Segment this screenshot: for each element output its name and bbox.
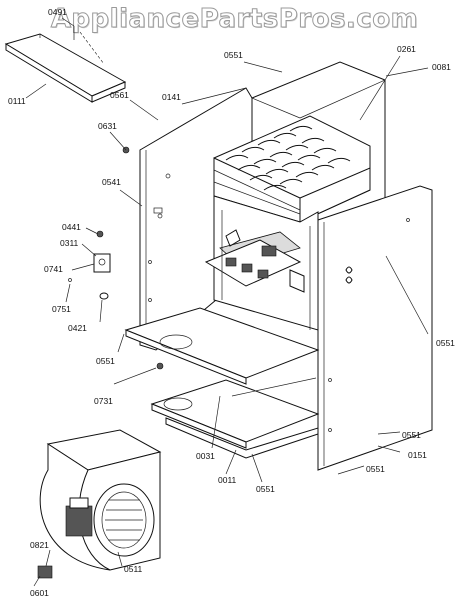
label-0031: 0031: [196, 451, 215, 461]
label-0751: 0751: [52, 304, 71, 314]
label-0741: 0741: [44, 264, 63, 274]
label-0111: 0111: [8, 96, 26, 106]
label-0441: 0441: [62, 222, 81, 232]
label-0511: 0511: [124, 564, 143, 574]
label-0821: 0821: [30, 540, 49, 550]
label-0491: 0491: [48, 7, 67, 17]
cabinet-right-side-panel: [317, 185, 433, 471]
bottom-rail: [165, 417, 319, 459]
blower-deck: [124, 307, 320, 449]
label-0011: 0011: [218, 475, 237, 485]
label-0151: 0151: [408, 450, 427, 460]
label-0551-right: 0551: [436, 338, 455, 348]
label-0551-left: 0551: [96, 356, 115, 366]
burner-assembly: [204, 195, 319, 331]
label-0631: 0631: [98, 121, 117, 131]
part-labels: 0491 0111 0551 0261 0081 0561 0141 0631 …: [8, 7, 455, 598]
label-0551-corner: 0551: [366, 464, 385, 474]
label-0541: 0541: [102, 177, 121, 187]
label-0551-bottom: 0551: [256, 484, 275, 494]
label-0731: 0731: [94, 396, 113, 406]
label-0551-lower-right: 0551: [402, 430, 421, 440]
heat-exchanger: [213, 115, 371, 223]
label-0081: 0081: [432, 62, 451, 72]
label-0601: 0601: [30, 588, 49, 598]
label-0551-top: 0551: [224, 50, 243, 60]
hardware-bracket: [68, 146, 164, 370]
top-cover-panel: [4, 33, 127, 103]
blower-housing: [37, 429, 162, 579]
label-0421: 0421: [68, 323, 87, 333]
label-0141: 0141: [162, 92, 181, 102]
label-0261: 0261: [397, 44, 416, 54]
label-0561: 0561: [110, 90, 129, 100]
label-0311: 0311: [60, 238, 79, 248]
leader-lines: [25, 17, 429, 587]
